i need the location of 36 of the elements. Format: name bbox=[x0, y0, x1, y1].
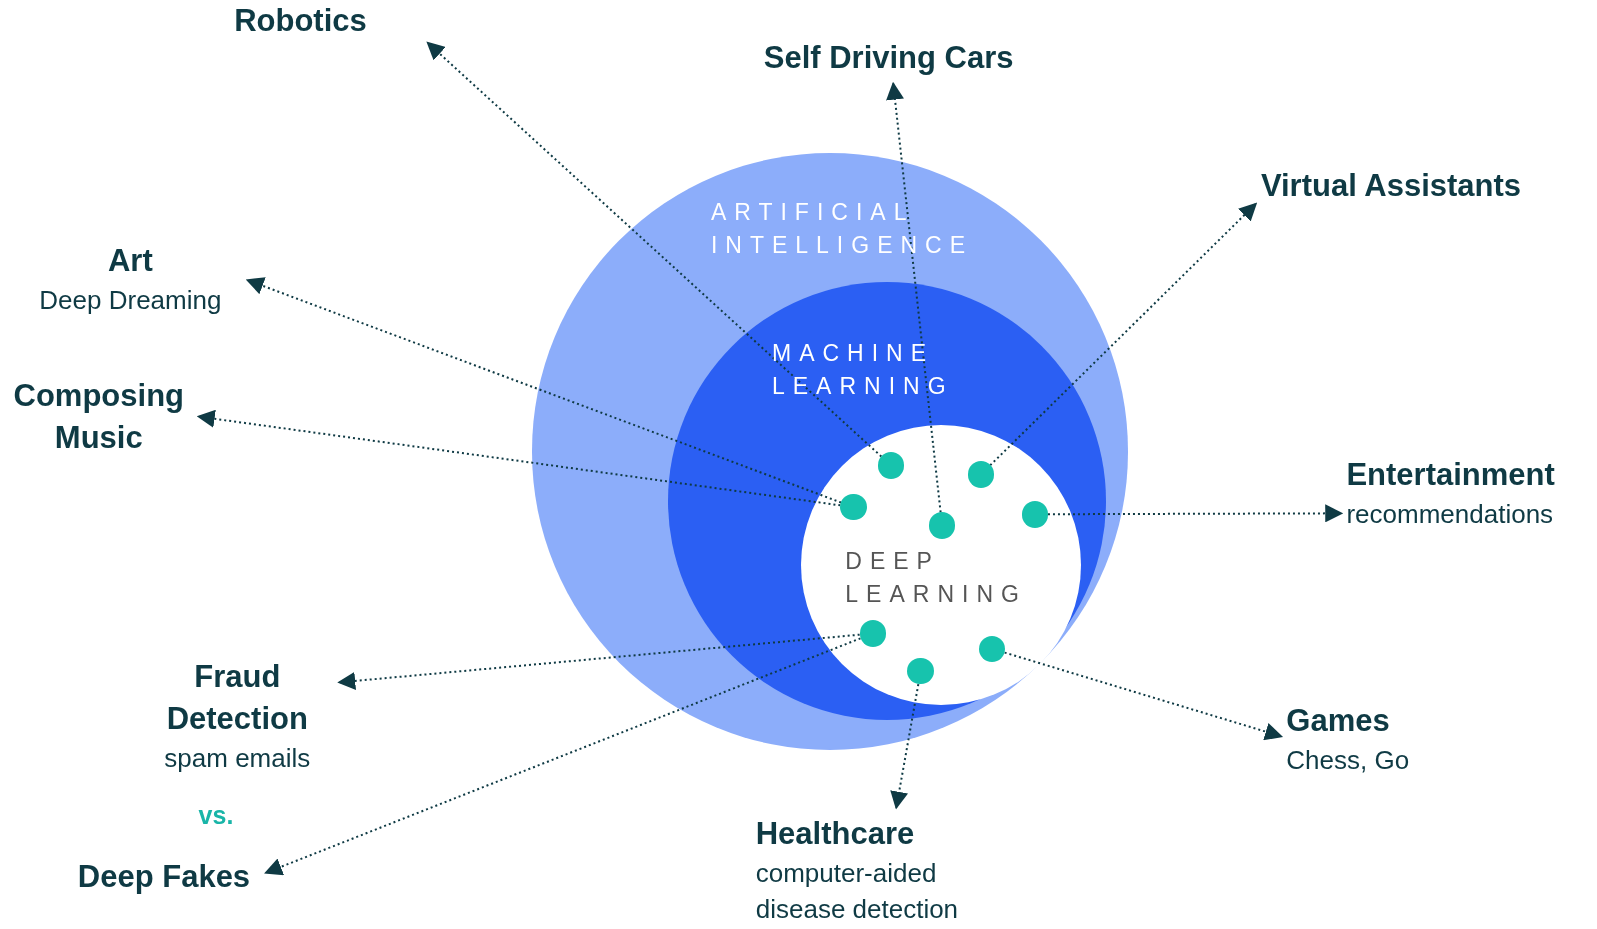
circle-label: ARTIFICIAL INTELLIGENCE bbox=[710, 197, 975, 260]
application-example: Chess, Go bbox=[1286, 743, 1411, 777]
application-example: Deep Dreaming bbox=[38, 284, 223, 318]
dot-marker bbox=[928, 512, 956, 539]
dotted-arrow bbox=[426, 41, 883, 458]
dot-marker bbox=[1021, 501, 1048, 528]
application-title: Fraud Detection bbox=[165, 657, 309, 738]
application-title: Robotics bbox=[233, 2, 368, 40]
versus-text: vs. bbox=[198, 800, 234, 830]
application-example: recommendations bbox=[1346, 498, 1555, 532]
dotted-arrow bbox=[890, 683, 920, 810]
application-example: spam emails bbox=[163, 741, 312, 775]
dotted-arrow bbox=[196, 409, 842, 507]
dot-marker bbox=[840, 493, 867, 521]
dotted-arrow bbox=[245, 277, 843, 504]
application-title: Healthcare bbox=[755, 814, 916, 853]
application-title: Entertainment bbox=[1346, 456, 1556, 495]
dot-marker bbox=[907, 657, 934, 685]
dot-marker bbox=[978, 635, 1006, 662]
dot-marker bbox=[967, 461, 994, 488]
dot-marker bbox=[877, 452, 905, 479]
dotted-arrow bbox=[989, 202, 1258, 467]
dotted-arrow bbox=[1003, 651, 1284, 741]
application-title: Games bbox=[1286, 701, 1391, 740]
circle-label: MACHINE LEARNING bbox=[772, 339, 955, 402]
circle-label: DEEP LEARNING bbox=[845, 546, 1028, 610]
application-title: Deep Fakes bbox=[76, 857, 252, 896]
application-title: Virtual Assistants bbox=[1260, 167, 1523, 205]
application-title: Self Driving Cars bbox=[762, 38, 1015, 77]
application-title: Art bbox=[106, 242, 154, 281]
dotted-arrow bbox=[886, 81, 942, 514]
application-example: computer-aided disease detection bbox=[755, 856, 960, 926]
dotted-arrow bbox=[337, 633, 861, 690]
dot-marker bbox=[859, 620, 887, 647]
dotted-arrow bbox=[264, 637, 862, 876]
application-title: Composing Music bbox=[12, 376, 186, 457]
